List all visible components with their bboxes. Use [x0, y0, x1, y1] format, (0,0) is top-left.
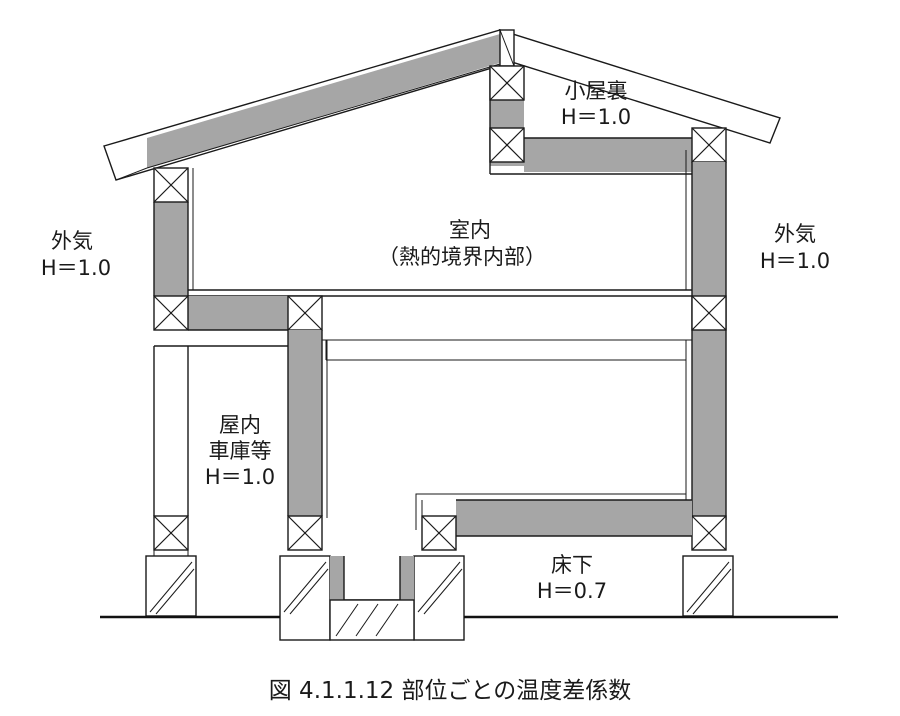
roof-board-right — [498, 28, 781, 144]
intermediate-floor — [153, 289, 692, 361]
garage-outer-wall — [153, 346, 189, 551]
attic-ceiling — [489, 65, 727, 175]
foundation-center-right — [413, 555, 465, 641]
garage-label-line1: 屋内 — [219, 413, 261, 437]
attic-value: H＝1.0 — [561, 105, 631, 129]
exterior-left-value: H＝1.0 — [41, 256, 111, 280]
roof — [103, 28, 781, 181]
garage-inner-wall — [287, 330, 328, 551]
left-wall-upper — [153, 167, 194, 296]
right-wall — [685, 150, 727, 551]
foundation-left — [145, 555, 197, 617]
exterior-left-label: 外気 — [51, 229, 93, 253]
exterior-right-label: 外気 — [774, 222, 816, 246]
garage-value: H＝1.0 — [205, 465, 275, 489]
underfloor-value: H＝0.7 — [537, 579, 607, 603]
figure-caption: 図 4.1.1.12 部位ごとの温度差係数 — [269, 678, 632, 704]
exterior-right-value: H＝1.0 — [760, 249, 830, 273]
sill-stubs — [153, 550, 189, 556]
entrance-pit — [329, 556, 415, 641]
foundation-center-left — [279, 555, 331, 641]
interior-label: 室内 — [449, 218, 491, 242]
roof-insulation-left — [147, 34, 503, 168]
foundation-right — [682, 555, 734, 617]
interior-note: （熱的境界内部） — [378, 245, 546, 269]
attic-label: 小屋裏 — [565, 79, 628, 103]
garage-label-line2: 車庫等 — [209, 439, 272, 463]
underfloor-label: 床下 — [551, 553, 593, 577]
foundations — [145, 555, 734, 641]
ground-floor — [415, 493, 692, 551]
